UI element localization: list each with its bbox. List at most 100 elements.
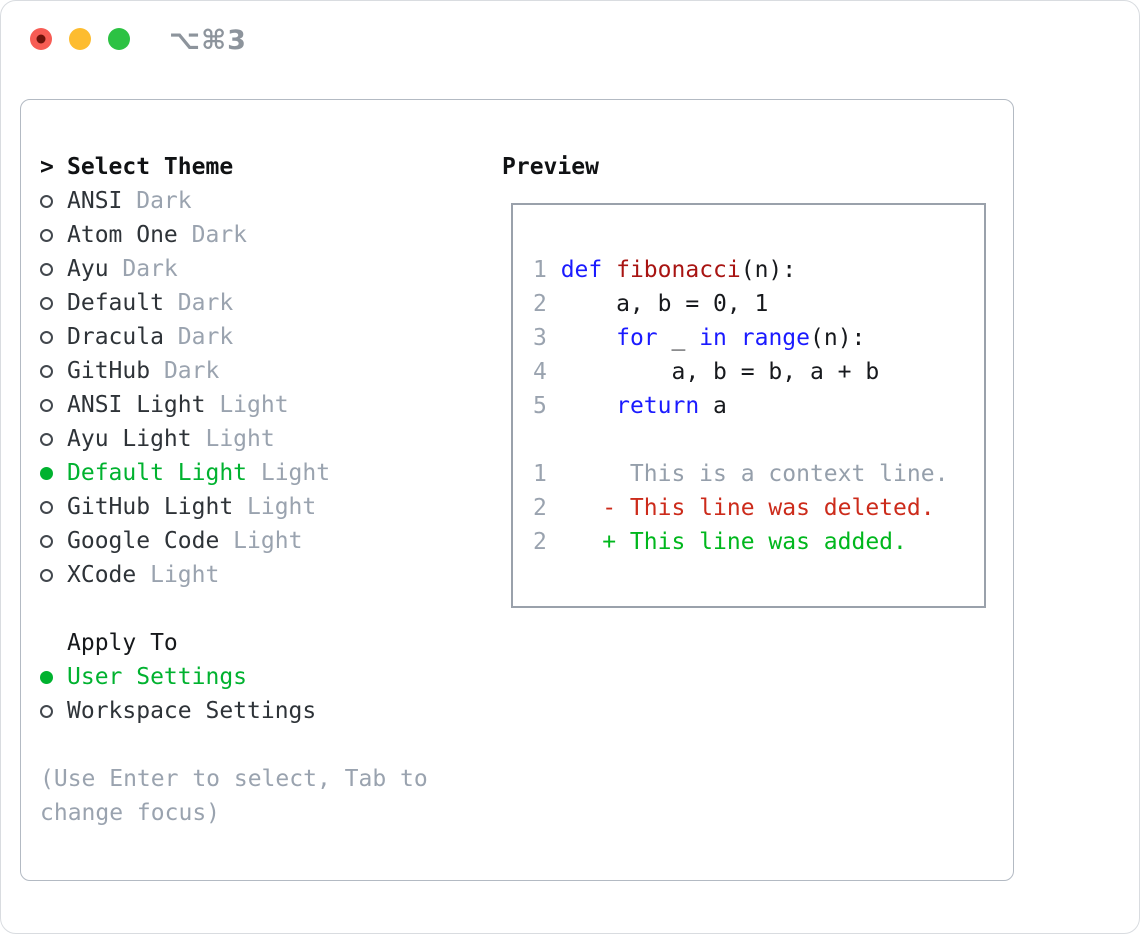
- theme-item-github-light[interactable]: GitHub Light Light: [40, 490, 480, 524]
- theme-item-ayu-light[interactable]: Ayu Light Light: [40, 422, 480, 456]
- theme-name: ANSI: [67, 188, 123, 214]
- code-line: 2 a, b = 0, 1: [533, 287, 984, 321]
- radio-icon: [40, 262, 53, 276]
- radio-icon: [40, 228, 53, 242]
- theme-variant: Light: [191, 426, 275, 452]
- zoom-button[interactable]: [108, 28, 130, 50]
- theme-variant: Dark: [108, 256, 178, 282]
- code-segment-deleted: - This line was deleted.: [546, 495, 935, 521]
- code-segment-keyword: in: [699, 325, 727, 351]
- cursor-arrow-icon: >: [40, 154, 54, 180]
- theme-variant: Dark: [163, 290, 234, 316]
- title-bar: ⌥⌘3: [1, 1, 1139, 77]
- theme-variant: Light: [219, 528, 303, 554]
- line-number: 4: [533, 359, 547, 385]
- radio-icon: [40, 398, 53, 412]
- theme-item-ansi[interactable]: ANSI Dark: [40, 184, 480, 218]
- theme-name: ANSI Light: [67, 392, 206, 418]
- radio-selected-icon: [40, 670, 53, 684]
- theme-item-ansi-light[interactable]: ANSI Light Light: [40, 388, 480, 422]
- code-segment-plain: [547, 257, 561, 283]
- line-number: 1: [533, 257, 547, 283]
- code-segment-keyword: def: [560, 257, 603, 283]
- radio-selected-icon: [40, 466, 53, 480]
- theme-item-google-code[interactable]: Google Code Light: [40, 524, 480, 558]
- code-line: 2 + This line was added.: [533, 525, 984, 559]
- radio-icon: [40, 534, 53, 548]
- select-theme-header: > Select Theme: [40, 150, 480, 184]
- theme-variant: Dark: [150, 358, 220, 384]
- theme-item-github[interactable]: GitHub Dark: [40, 354, 480, 388]
- radio-icon: [40, 704, 53, 718]
- theme-name: GitHub: [67, 358, 151, 384]
- radio-icon: [40, 568, 53, 582]
- code-segment-keyword: range: [740, 325, 810, 351]
- theme-variant: Light: [247, 460, 331, 486]
- theme-item-default-light[interactable]: Default Light Light: [40, 456, 480, 490]
- code-segment-plain: [547, 393, 616, 419]
- line-number: 2: [533, 291, 547, 317]
- modified-dot-icon: [36, 34, 46, 44]
- theme-item-ayu[interactable]: Ayu Dark: [40, 252, 480, 286]
- theme-variant: Light: [136, 562, 220, 588]
- theme-variant: Light: [205, 392, 289, 418]
- close-button[interactable]: [30, 28, 52, 50]
- theme-name: GitHub Light: [67, 494, 234, 520]
- preview-title: Preview: [502, 154, 599, 180]
- theme-item-xcode[interactable]: XCode Light: [40, 558, 480, 592]
- radio-icon: [40, 194, 53, 208]
- theme-name: Default Light: [67, 460, 248, 486]
- theme-variant: Light: [233, 494, 317, 520]
- code-segment-function: fibonacci: [616, 257, 741, 283]
- code-segment-context: This is a context line.: [546, 461, 949, 487]
- theme-variant: Dark: [122, 188, 192, 214]
- select-theme-label: Select Theme: [67, 154, 234, 180]
- theme-name: Ayu: [67, 256, 109, 282]
- spacer: [40, 592, 480, 626]
- theme-name: XCode: [67, 562, 137, 588]
- theme-name: Dracula: [67, 324, 164, 350]
- theme-name: Ayu Light: [67, 426, 192, 452]
- apply-to-header: Apply To: [67, 630, 178, 656]
- code-segment-plain: a: [699, 393, 727, 419]
- minimize-button[interactable]: [69, 28, 91, 50]
- theme-variant: Dark: [163, 324, 234, 350]
- code-segment-plain: _: [657, 325, 700, 351]
- theme-name: Google Code: [67, 528, 220, 554]
- theme-item-atom-one[interactable]: Atom One Dark: [40, 218, 480, 252]
- theme-item-default[interactable]: Default Dark: [40, 286, 480, 320]
- code-line: 2 - This line was deleted.: [533, 491, 984, 525]
- window-title: ⌥⌘3: [169, 25, 247, 56]
- code-segment-plain: [602, 257, 616, 283]
- line-number: 1: [533, 461, 547, 487]
- code-line: 3 for _ in range(n):: [533, 321, 984, 355]
- code-blank-line: [533, 423, 984, 457]
- apply-option-workspace-settings[interactable]: Workspace Settings: [40, 694, 480, 728]
- code-segment-keyword: return: [616, 393, 700, 419]
- spacer: [40, 728, 480, 762]
- help-text: (Use Enter to select, Tab to change focu…: [40, 766, 442, 826]
- line-number: 5: [533, 393, 547, 419]
- preview-column: Preview 1 def fibonacci(n):2 a, b = 0, 1…: [502, 150, 986, 608]
- theme-variant: Dark: [177, 222, 248, 248]
- code-segment-plain: (n):: [810, 325, 866, 351]
- apply-option-label: Workspace Settings: [67, 698, 317, 724]
- theme-item-dracula[interactable]: Dracula Dark: [40, 320, 480, 354]
- radio-icon: [40, 500, 53, 514]
- radio-icon: [40, 296, 53, 310]
- line-number: 3: [533, 325, 547, 351]
- apply-option-user-settings[interactable]: User Settings: [40, 660, 480, 694]
- code-segment-plain: (n):: [740, 257, 797, 283]
- radio-icon: [40, 330, 53, 344]
- code-segment-plain: a, b = b, a + b: [546, 359, 880, 385]
- code-segment-plain: [727, 325, 741, 351]
- radio-icon: [40, 364, 53, 378]
- traffic-lights: [30, 28, 130, 50]
- code-line: 1 This is a context line.: [533, 457, 984, 491]
- theme-name: Atom One: [67, 222, 178, 248]
- line-number: 2: [533, 495, 547, 521]
